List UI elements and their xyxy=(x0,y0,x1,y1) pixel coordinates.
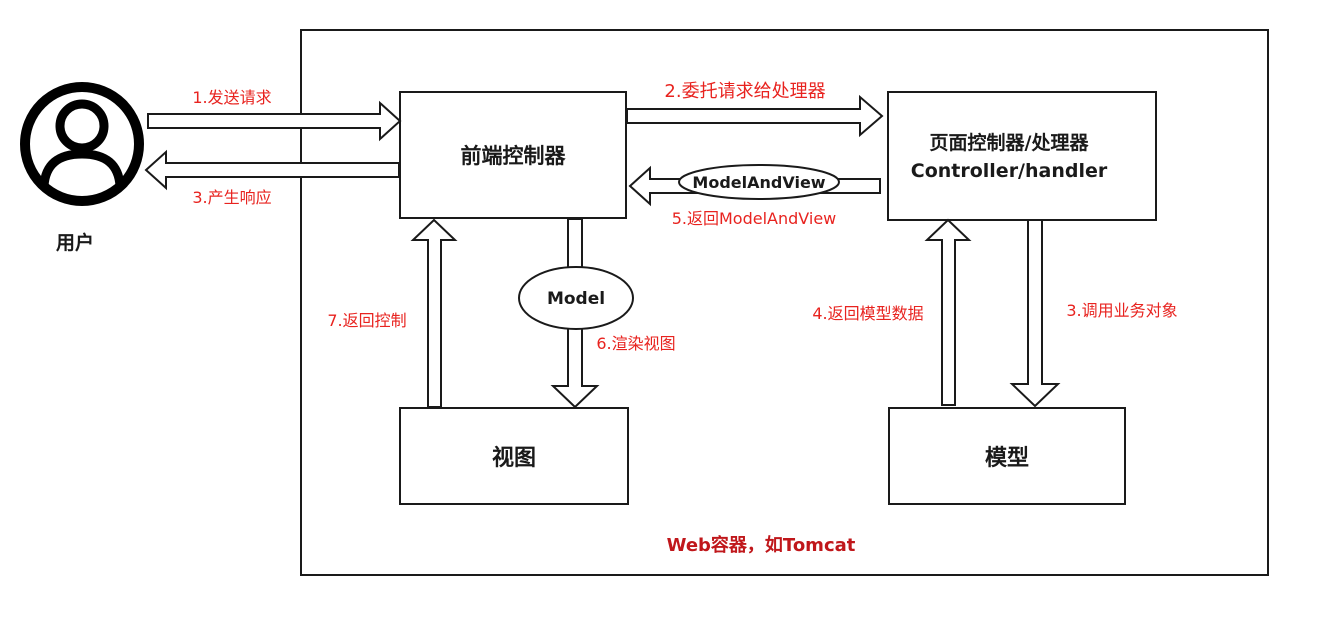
step-4-label: 4.返回模型数据 xyxy=(812,304,923,323)
step-2-label: 2.委托请求给处理器 xyxy=(664,81,825,102)
page-controller-label-1: 页面控制器/处理器 xyxy=(930,131,1090,154)
arrow-return-model-data xyxy=(924,218,972,406)
model-box xyxy=(888,407,1126,505)
front-controller-box xyxy=(399,91,627,219)
model-label: 模型 xyxy=(985,446,1029,471)
user-circle-icon xyxy=(20,82,144,206)
step-6-label: 6.渲染视图 xyxy=(596,334,675,353)
step-1-label: 1.发送请求 xyxy=(192,88,271,107)
modelandview-oval-label: ModelAndView xyxy=(692,173,825,192)
step-7-label: 7.返回控制 xyxy=(327,311,406,330)
page-controller-box xyxy=(887,91,1157,221)
front-controller-label: 前端控制器 xyxy=(461,144,567,168)
page-controller-label-2: Controller/handler xyxy=(911,160,1108,182)
view-box xyxy=(399,407,629,505)
arrow-delegate-request xyxy=(626,94,884,138)
model-oval xyxy=(518,266,634,330)
model-oval-label: Model xyxy=(547,289,605,309)
arrow-return-control xyxy=(410,218,458,408)
step-3-label: 3.产生响应 xyxy=(192,188,271,207)
modelandview-oval xyxy=(678,164,840,200)
arrow-call-business-object xyxy=(1009,219,1061,408)
arrow-send-request xyxy=(147,100,402,142)
step-3b-label: 3.调用业务对象 xyxy=(1066,301,1177,320)
container-label: Web容器，如Tomcat xyxy=(667,534,856,556)
step-5-label: 5.返回ModelAndView xyxy=(672,209,837,228)
user-label: 用户 xyxy=(56,231,94,254)
view-label: 视图 xyxy=(492,445,536,471)
web-container xyxy=(300,29,1269,576)
arrow-produce-response xyxy=(144,149,400,191)
